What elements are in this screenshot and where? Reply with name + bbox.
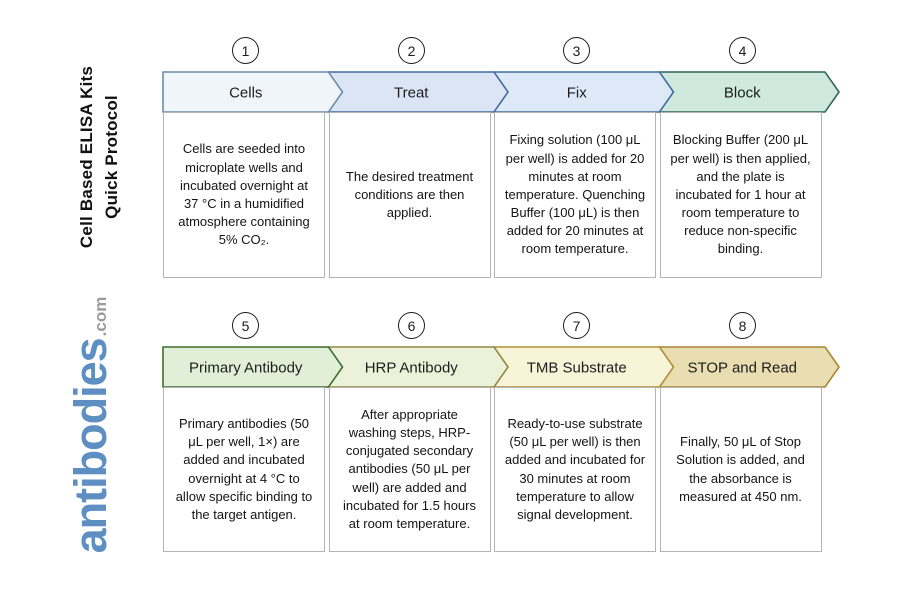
step-description-7: Ready-to-use substrate (50 μL per well) … bbox=[504, 415, 646, 522]
step-number-badge-4: 4 bbox=[729, 37, 756, 64]
step-number-3: 3 bbox=[572, 42, 581, 59]
step-number-7: 7 bbox=[572, 317, 581, 334]
page-title-line1: Cell Based ELISA Kits bbox=[77, 65, 96, 249]
step-description-2: The desired treatment conditions are the… bbox=[345, 168, 474, 221]
step-description-6: After appropriate washing steps, HRP-con… bbox=[343, 406, 476, 531]
step-number-8: 8 bbox=[738, 317, 747, 334]
page-title-line2: Quick Protocol bbox=[102, 95, 121, 219]
step-description-box-8: Finally, 50 μL of Stop Solution is added… bbox=[659, 387, 822, 552]
step-number-badge-3: 3 bbox=[563, 37, 590, 64]
step-description-box-5: Primary antibodies (50 μL per well, 1×) … bbox=[163, 387, 325, 552]
chevron-label-6: HRP Antibody bbox=[365, 360, 459, 377]
step-number-badge-8: 8 bbox=[729, 312, 756, 339]
chevron-label-8: STOP and Read bbox=[687, 360, 797, 377]
step-description-1: Cells are seeded into microplate wells a… bbox=[178, 141, 310, 248]
step-description-5: Primary antibodies (50 μL per well, 1×) … bbox=[175, 415, 313, 522]
step-description-box-3: Fixing solution (100 μL per well) is add… bbox=[494, 112, 656, 278]
step-number-1: 1 bbox=[241, 42, 250, 59]
step-number-5: 5 bbox=[241, 317, 250, 334]
page-title: Cell Based ELISA Kits Quick Protocol bbox=[74, 42, 126, 272]
logo-tld: .com bbox=[91, 296, 110, 337]
chevron-label-1: Cells bbox=[229, 85, 262, 102]
step-description-3: Fixing solution (100 μL per well) is add… bbox=[504, 132, 646, 257]
step-description-box-1: Cells are seeded into microplate wells a… bbox=[163, 112, 325, 278]
step-number-badge-2: 2 bbox=[398, 37, 425, 64]
chevron-step-1 bbox=[162, 71, 344, 113]
step-description-box-6: After appropriate washing steps, HRP-con… bbox=[328, 387, 491, 552]
step-number-badge-7: 7 bbox=[563, 312, 590, 339]
step-description-box-2: The desired treatment conditions are the… bbox=[328, 112, 491, 278]
chevron-label-5: Primary Antibody bbox=[189, 360, 303, 377]
step-description-8: Finally, 50 μL of Stop Solution is added… bbox=[676, 434, 805, 504]
chevron-label-4: Block bbox=[724, 85, 761, 102]
chevron-row-2: Primary Antibody HRP Antibody TMB Substr… bbox=[162, 346, 840, 388]
step-number-badge-6: 6 bbox=[398, 312, 425, 339]
antibodies-logo: antibodies.com bbox=[65, 280, 125, 570]
step-number-4: 4 bbox=[738, 42, 747, 59]
chevron-label-7: TMB Substrate bbox=[527, 360, 627, 377]
step-description-box-4: Blocking Buffer (200 μL per well) is the… bbox=[659, 112, 822, 278]
step-number-badge-1: 1 bbox=[232, 37, 259, 64]
step-description-4: Blocking Buffer (200 μL per well) is the… bbox=[670, 132, 811, 257]
chevron-row-1: Cells Treat Fix Block bbox=[162, 71, 840, 113]
step-number-badge-5: 5 bbox=[232, 312, 259, 339]
step-number-2: 2 bbox=[407, 42, 416, 59]
chevron-label-2: Treat bbox=[394, 85, 429, 102]
chevron-label-3: Fix bbox=[567, 85, 587, 102]
chevron-step-5 bbox=[162, 346, 344, 388]
logo-wordmark: antibodies bbox=[65, 338, 116, 554]
step-description-box-7: Ready-to-use substrate (50 μL per well) … bbox=[494, 387, 656, 552]
step-number-6: 6 bbox=[407, 317, 416, 334]
